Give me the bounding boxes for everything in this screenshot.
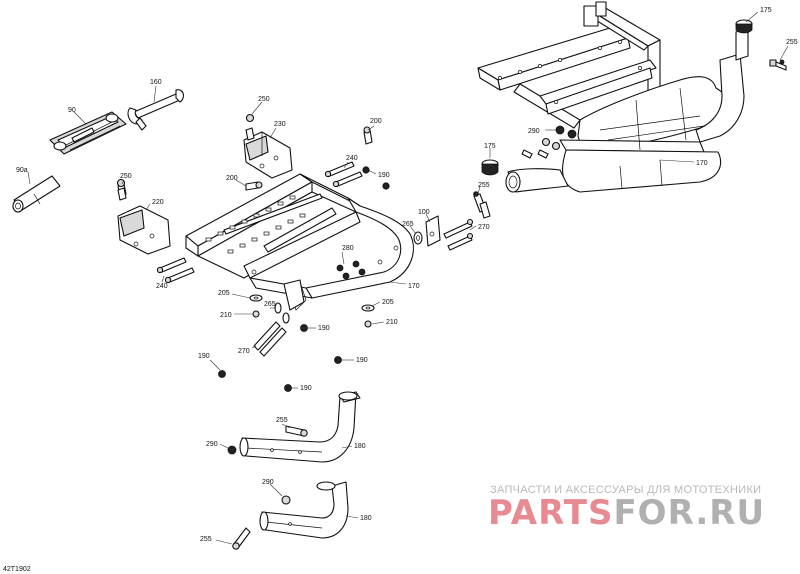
washers-205-210-left [249,294,263,318]
watermark-logo-part2: FOR.RU [613,493,765,533]
bracket-220 [116,178,171,255]
callout-190: 190 [356,357,368,364]
bolts-240-upper [324,161,363,188]
drawing-number: 42T1902 [3,566,31,573]
callout-230: 230 [274,121,286,128]
callout-160: 160 [150,79,162,86]
callout-190: 190 [300,385,312,392]
step-180-lower [259,481,349,539]
callout-190: 190 [198,353,210,360]
callout-90a: 90a [16,167,28,174]
callout-255: 255 [786,39,798,46]
callout-240: 240 [156,283,168,290]
callout-255: 255 [478,182,490,189]
nut-190-left [218,370,226,378]
bolts-255-mid [473,191,491,219]
nut-190-lower-b [334,356,342,364]
tool-kit-90 [49,111,127,155]
callout-210: 210 [220,312,232,319]
bracket-230 [243,113,293,179]
callout-290: 290 [528,128,540,135]
callout-90: 90 [68,107,76,114]
callout-190: 190 [318,325,330,332]
tube-cap-175-mid [481,159,499,176]
watermark: ЗАПЧАСТИ И АКСЕССУАРЫ ДЛЯ МОТОТЕХНИКИ PA… [488,484,765,533]
socket-wrench-90a [12,175,61,213]
bolt-200-upper [363,126,373,145]
callout-240: 240 [346,155,358,162]
callout-190: 190 [378,172,390,179]
main-frame-170 [185,173,414,311]
wrench-160 [127,89,185,131]
washer-265-upper [413,231,423,245]
bolt-200-left [245,181,263,191]
callout-labels: 175 255 290 170 175 255 100 265 270 160 … [16,7,798,543]
watermark-logo-part1: PARTS [488,493,613,533]
callout-200: 200 [370,118,382,125]
callout-265: 265 [402,221,414,228]
callout-170: 170 [696,160,708,167]
fastener-255-top [769,59,787,71]
watermark-logo: PARTSFOR.RU [488,493,765,533]
watermark-tagline: ЗАПЧАСТИ И АКСЕССУАРЫ ДЛЯ МОТОТЕХНИКИ [490,484,761,496]
callout-180: 180 [354,443,366,450]
bolts-270-lower [253,321,287,357]
leader-lines [27,11,789,545]
nut-190-step-upper [284,384,292,392]
rear-frame-assembly [477,1,749,193]
callout-180: 180 [360,515,372,522]
callout-280: 280 [342,245,354,252]
callout-250: 250 [258,96,270,103]
nuts-290-upper [521,125,577,159]
callout-205: 205 [382,299,394,306]
callout-290: 290 [262,479,274,486]
tube-cap-175-top [735,19,753,34]
bolt-255-step-lower [232,527,251,550]
callout-270: 270 [478,224,490,231]
callout-205: 205 [218,290,230,297]
callout-100: 100 [418,209,430,216]
callout-270: 270 [238,348,250,355]
nut-290-step-upper [227,445,237,455]
bolts-240-lower [156,257,195,284]
nuts-190-upper [362,166,390,190]
callout-210: 210 [386,319,398,326]
step-180-upper [239,391,361,463]
callout-175: 175 [484,143,496,150]
washers-205-210-right [361,304,375,328]
nut-290-step-lower [281,495,291,505]
callout-175: 175 [760,7,772,14]
callout-255: 255 [200,536,212,543]
callout-265: 265 [264,301,276,308]
nuts-280 [336,260,366,280]
callout-250: 250 [120,173,132,180]
callout-290: 290 [206,441,218,448]
callout-220: 220 [152,199,164,206]
bracket-100 [425,215,441,247]
callout-200: 200 [226,175,238,182]
bolts-270-upper [443,218,474,251]
nut-190-lower-a [300,324,308,332]
bolt-255-step-upper [285,425,308,437]
callout-170: 170 [408,283,420,290]
callout-255: 255 [276,417,288,424]
washers-265-lower [274,302,290,324]
bolt-250-left [117,187,127,201]
